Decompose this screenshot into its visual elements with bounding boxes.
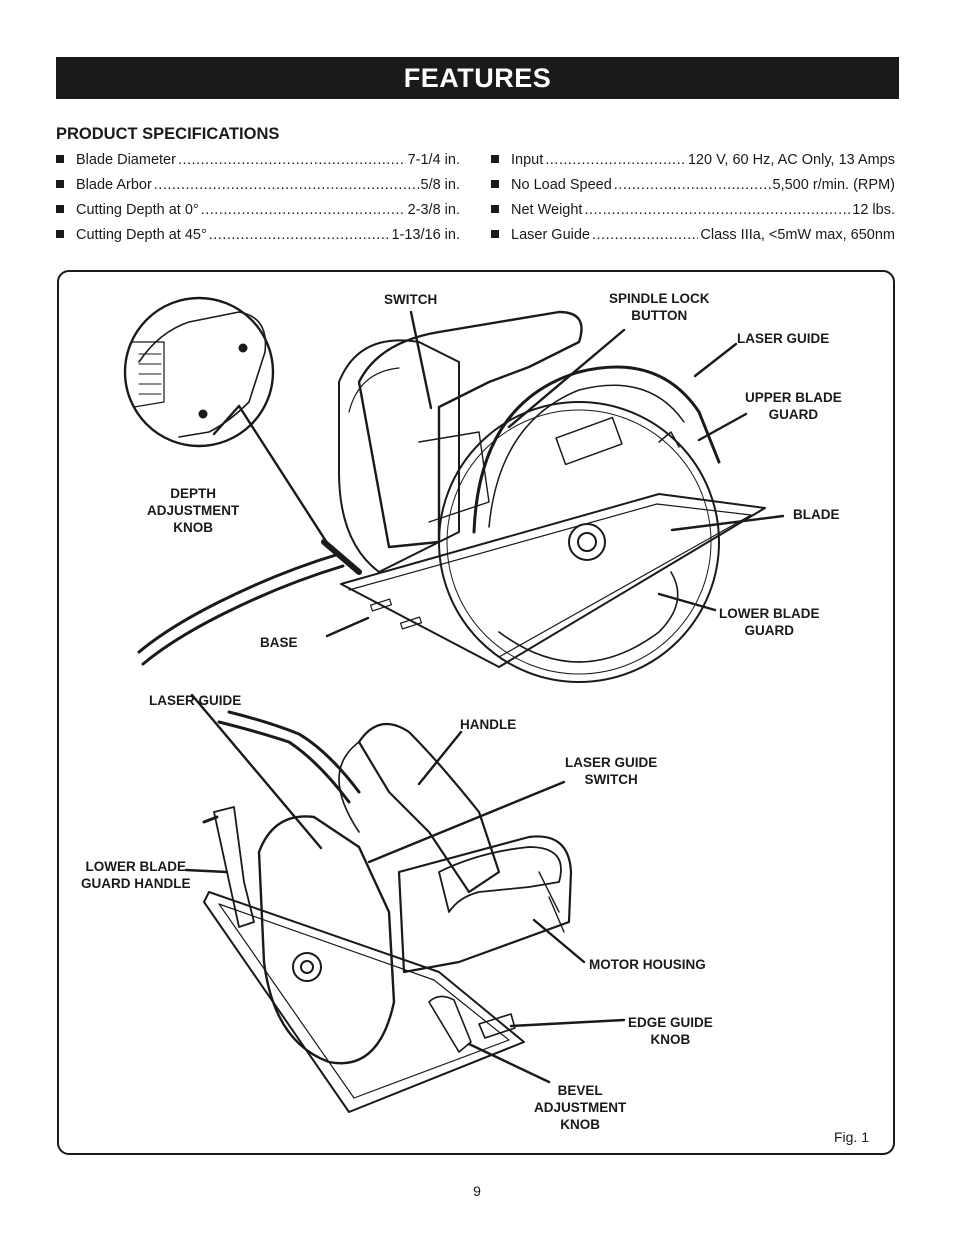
spec-value: 5,500 r/min. (RPM) (772, 177, 895, 193)
callout-upper-blade-guard: UPPER BLADE GUARD (745, 390, 842, 422)
dot-leader (178, 152, 406, 168)
square-bullet-icon (56, 205, 64, 213)
figure-panel: SWITCH SPINDLE LOCK BUTTON LASER GUIDE U… (57, 270, 895, 1155)
motor-body (338, 339, 460, 573)
spec-row: No Load Speed 5,500 r/min. (RPM) (491, 177, 895, 202)
spec-row: Input 120 V, 60 Hz, AC Only, 13 Amps (491, 152, 895, 177)
spec-label: Laser Guide (511, 227, 590, 243)
square-bullet-icon (56, 180, 64, 188)
bottom-blade-guard (257, 815, 396, 1065)
callout-bevel-adjustment-knob: BEVEL ADJUSTMENT KNOB (534, 1083, 627, 1132)
spec-label: Blade Arbor (76, 177, 152, 193)
callout-laser-guide-switch: LASER GUIDE SWITCH (565, 755, 658, 787)
square-bullet-icon (491, 180, 499, 188)
spec-value: 120 V, 60 Hz, AC Only, 13 Amps (687, 152, 895, 168)
specs-left-column: Blade Diameter 7-1/4 in. Blade Arbor 5/8… (56, 152, 460, 252)
callout-lower-blade-guard-handle: LOWER BLADE GUARD HANDLE (81, 859, 191, 891)
power-cord (137, 552, 341, 654)
callout-laser-guide-top: LASER GUIDE (737, 331, 830, 346)
page-title: FEATURES (403, 62, 552, 93)
figure-caption: Fig. 1 (833, 1129, 869, 1145)
callout-leader-lines (184, 310, 785, 1084)
spec-value: 2-3/8 in. (407, 202, 460, 218)
base-plate (340, 493, 766, 668)
dot-leader (584, 202, 850, 218)
spec-row: Net Weight 12 lbs. (491, 202, 895, 227)
callout-laser-guide-bottom: LASER GUIDE (149, 693, 242, 708)
spec-value: Class IIIa, <5mW max, 650nm (700, 227, 895, 243)
square-bullet-icon (56, 230, 64, 238)
spec-label: Blade Diameter (76, 152, 176, 168)
callout-spindle-lock-button: SPINDLE LOCK BUTTON (609, 291, 710, 323)
square-bullet-icon (491, 155, 499, 163)
dot-leader (545, 152, 686, 168)
spec-row: Cutting Depth at 0° 2-3/8 in. (56, 202, 460, 227)
spec-row: Blade Diameter 7-1/4 in. (56, 152, 460, 177)
edge-guide-knob (478, 1013, 516, 1039)
features-banner: FEATURES (56, 57, 899, 99)
spec-value: 12 lbs. (852, 202, 895, 218)
square-bullet-icon (491, 205, 499, 213)
motor-housing (397, 835, 573, 974)
spec-label: Cutting Depth at 45° (76, 227, 207, 243)
callout-motor-housing: MOTOR HOUSING (589, 957, 706, 972)
depth-knob-inset (123, 296, 275, 448)
dot-leader (201, 202, 406, 218)
specifications-heading: PRODUCT SPECIFICATIONS (56, 125, 280, 143)
page-number: 9 (473, 1183, 481, 1199)
spec-row: Blade Arbor 5/8 in. (56, 177, 460, 202)
specs-right-column: Input 120 V, 60 Hz, AC Only, 13 Amps No … (491, 152, 895, 252)
upper-blade-guard (472, 365, 721, 534)
spec-label: Input (511, 152, 544, 168)
bottom-handle (357, 722, 501, 894)
bevel-knob (428, 995, 472, 1053)
callout-base: BASE (260, 635, 298, 650)
arbor-bolt (568, 523, 606, 561)
spec-value: 1-13/16 in. (391, 227, 460, 243)
callout-lower-blade-guard: LOWER BLADE GUARD (719, 606, 820, 638)
spec-label: Cutting Depth at 0° (76, 202, 199, 218)
callout-depth-adjustment-knob: DEPTH ADJUSTMENT KNOB (147, 486, 240, 535)
callout-switch: SWITCH (384, 292, 438, 307)
lower-blade-guard (498, 571, 679, 663)
dot-leader (209, 227, 390, 243)
square-bullet-icon (56, 155, 64, 163)
main-handle (357, 310, 583, 549)
callout-edge-guide-knob: EDGE GUIDE KNOB (628, 1015, 713, 1047)
dot-leader (154, 177, 419, 193)
spec-value: 5/8 in. (420, 177, 461, 193)
spec-value: 7-1/4 in. (407, 152, 460, 168)
spec-label: No Load Speed (511, 177, 612, 193)
callout-handle: HANDLE (460, 717, 517, 732)
spec-label: Net Weight (511, 202, 583, 218)
spec-row: Cutting Depth at 45° 1-13/16 in. (56, 227, 460, 252)
square-bullet-icon (491, 230, 499, 238)
bottom-base-plate (203, 891, 525, 1113)
saw-illustration (123, 296, 785, 1113)
spec-row: Laser Guide Class IIIa, <5mW max, 650nm (491, 227, 895, 252)
bottom-saw-drawing (202, 710, 573, 1113)
dot-leader (592, 227, 698, 243)
dot-leader (614, 177, 771, 193)
callout-blade: BLADE (793, 507, 840, 522)
